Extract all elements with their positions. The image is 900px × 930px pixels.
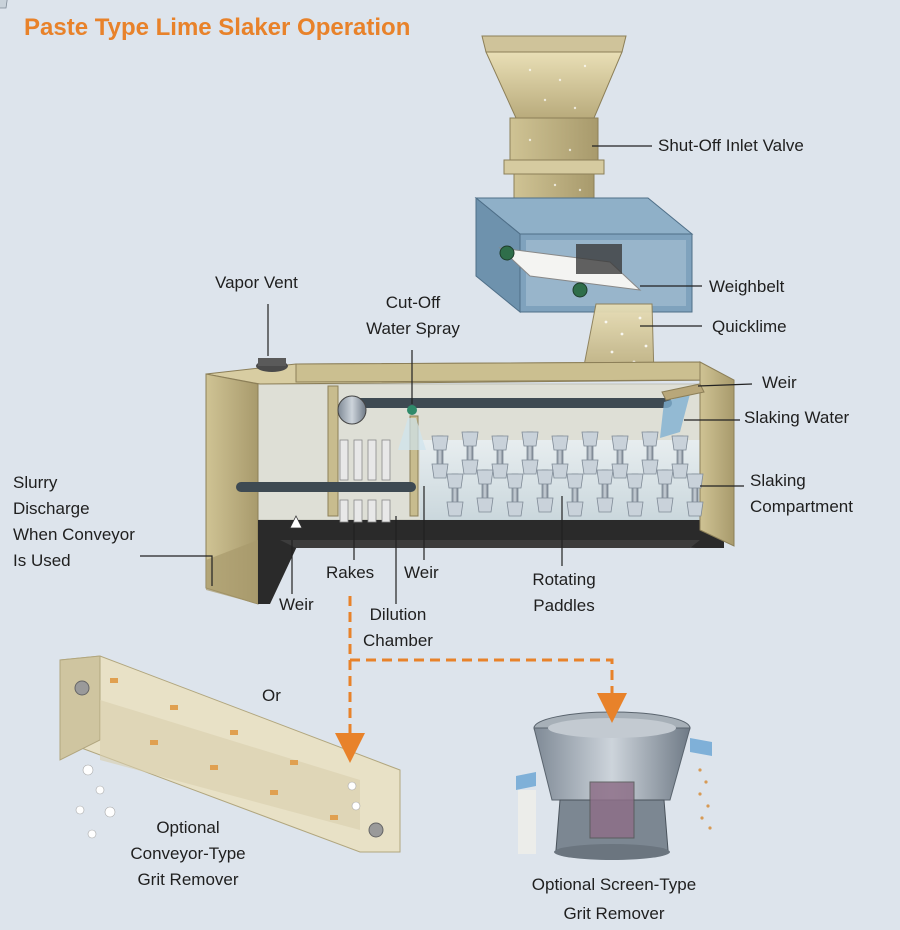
flow-up-arrow-icon bbox=[289, 515, 303, 529]
label-line: Grit Remover bbox=[137, 870, 239, 889]
label-line: Dilution bbox=[369, 605, 427, 624]
label-weighbelt: Weighbelt bbox=[709, 277, 785, 296]
label-line: Slurry bbox=[13, 473, 58, 492]
label-line: Is Used bbox=[13, 551, 71, 570]
label-vapor-vent: Vapor Vent bbox=[215, 273, 298, 292]
label-line: Optional bbox=[156, 818, 220, 837]
rotating-paddles bbox=[0, 0, 704, 517]
label-weir-top: Weir bbox=[762, 373, 797, 392]
label-cut-off-water-spray: Cut-Off Water Spray bbox=[355, 290, 471, 342]
label-line: Discharge bbox=[13, 499, 90, 518]
label-optional-conveyor: Optional Conveyor-Type Grit Remover bbox=[118, 815, 258, 893]
label-line: Compartment bbox=[750, 497, 853, 516]
label-line: Optional Screen-Type bbox=[531, 875, 697, 894]
label-line: Paddles bbox=[533, 596, 595, 615]
label-shut-off-inlet-valve: Shut-Off Inlet Valve bbox=[658, 136, 804, 155]
label-line: Conveyor-Type bbox=[130, 844, 246, 863]
label-or: Or bbox=[262, 686, 281, 705]
weighbelt-housing bbox=[474, 196, 694, 377]
label-optional-screen: Optional Screen-Type Grit Remover bbox=[516, 870, 712, 928]
label-slaking-water: Slaking Water bbox=[744, 408, 850, 427]
label-line: Water Spray bbox=[366, 319, 460, 338]
label-rakes: Rakes bbox=[326, 563, 375, 582]
label-weir-middle: Weir bbox=[404, 563, 439, 582]
label-line: Rotating bbox=[532, 570, 596, 589]
rakes bbox=[339, 439, 391, 523]
label-line: When Conveyor bbox=[13, 525, 135, 544]
label-slurry-discharge: Slurry Discharge When Conveyor Is Used bbox=[13, 470, 135, 574]
label-dilution-chamber: Dilution Chamber bbox=[356, 602, 440, 654]
label-weir-left: Weir bbox=[279, 595, 314, 614]
leader-lines bbox=[140, 145, 753, 604]
conveyor-grit-remover bbox=[59, 655, 401, 853]
label-line: Cut-Off bbox=[385, 293, 441, 312]
label-line: Chamber bbox=[363, 631, 433, 650]
label-line: Grit Remover bbox=[563, 904, 665, 923]
flow-arrows bbox=[335, 596, 627, 763]
slaker-tank bbox=[205, 358, 735, 605]
hopper bbox=[481, 35, 627, 215]
label-rotating-paddles: Rotating Paddles bbox=[522, 567, 606, 619]
label-slaking-compartment: Slaking Compartment bbox=[750, 468, 853, 520]
label-line: Slaking bbox=[750, 471, 806, 490]
page-title: Paste Type Lime Slaker Operation bbox=[24, 14, 411, 41]
label-quicklime: Quicklime bbox=[712, 317, 787, 336]
screen-grit-remover bbox=[516, 711, 712, 860]
